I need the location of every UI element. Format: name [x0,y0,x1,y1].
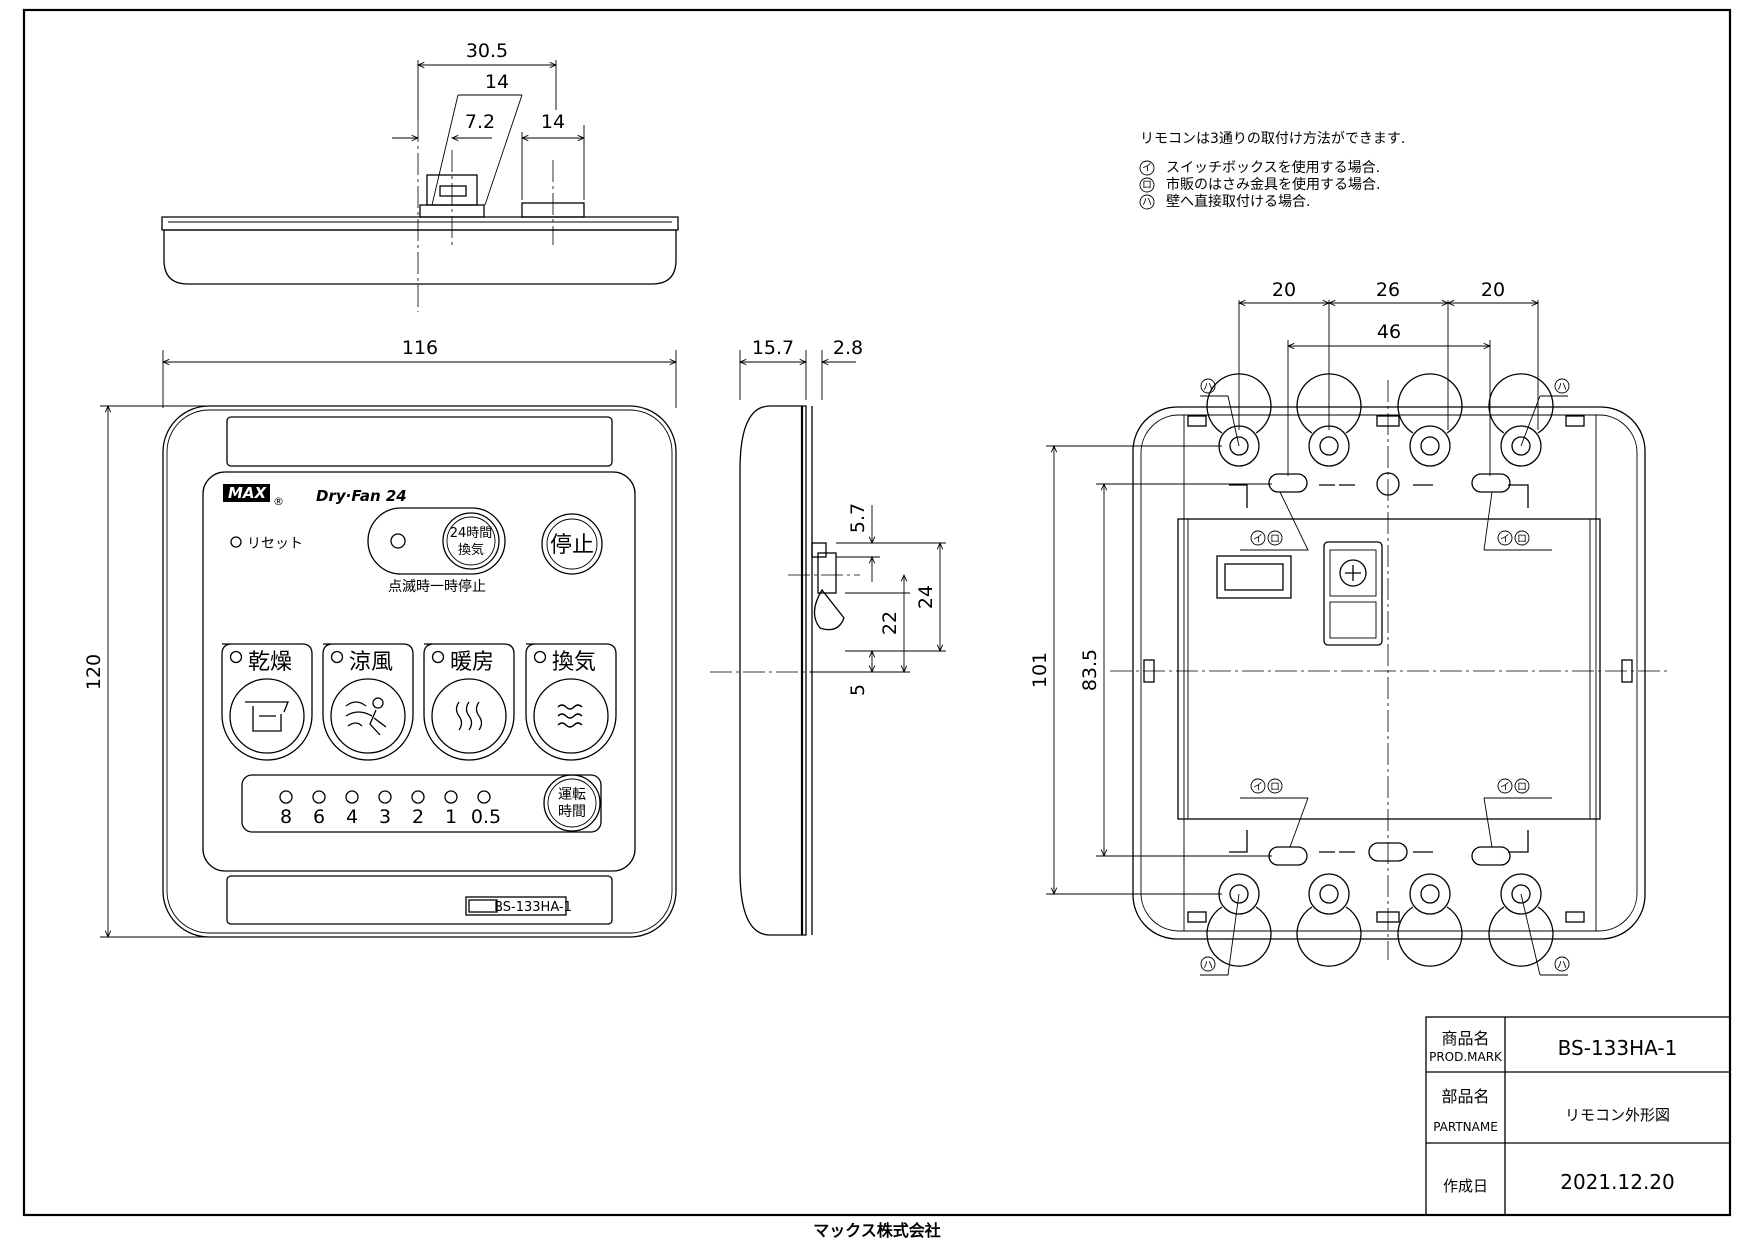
drawing-frame [22,8,1732,1217]
mode-dry-label: 乾燥 [248,650,292,675]
tb-date-value: 2021.12.20 [1560,1170,1675,1194]
dim-side-5: 5 [847,684,869,696]
mode-heat-label: 暖房 [450,650,494,675]
dim-back-20-b: 20 [1481,279,1505,301]
dim-front-height: 120 [83,654,105,690]
mode-cool-label: 涼風 [349,650,393,675]
svg-text:ハ: ハ [1557,382,1567,393]
svg-text:イ: イ [1253,534,1263,545]
svg-text:1: 1 [445,806,457,828]
product-name: Dry·Fan 24 [316,487,407,505]
dim-back-101: 101 [1029,652,1051,688]
dim-top-14-a: 14 [485,71,509,93]
button-runtime[interactable] [547,778,597,828]
note-mark-2: ロ [1142,180,1152,191]
runtime-line1: 運転 [558,787,586,803]
model-label: BS-133HA-1 [494,900,572,915]
dim-side-24: 24 [915,585,937,609]
company-name: マックス株式会社 [813,1221,941,1240]
tb-product-label: 商品名 [1441,1029,1490,1048]
tb-part-label: 部品名 [1441,1087,1490,1106]
note-markers [1139,160,1155,210]
note-item-2: 市販のはさみ金具を使用する場合. [1166,177,1381,193]
svg-text:イ: イ [1500,782,1510,793]
dim-back-46: 46 [1377,321,1401,343]
runtime-line2: 時間 [558,804,586,820]
svg-text:ハ: ハ [1203,960,1213,971]
dim-front-width: 116 [402,337,438,359]
drying-icon [245,701,289,732]
note-mark-3: ハ [1142,197,1152,208]
tb-part-label-en: PARTNAME [1433,1120,1498,1134]
timer-indicators: 8 6 4 3 2 1 0.5 [279,790,501,828]
mode-dry-button[interactable]: 乾燥 [221,643,313,761]
svg-text:ロ: ロ [1517,782,1527,793]
dim-side-depth: 15.7 [752,337,794,359]
svg-text:MAX: MAX [228,484,268,502]
button-stop[interactable] [546,518,598,570]
button-24h-vent[interactable] [446,516,496,566]
dim-top-14-b: 14 [541,111,565,133]
mode-cool-button[interactable]: 涼風 [322,643,414,761]
heating-icon [455,701,483,731]
svg-text:ハ: ハ [1203,382,1213,393]
btn-24h-line2: 換気 [458,542,484,558]
mount-labels: イ ロ イ ロ イ ロ イ ロ ハ ハ ハ ハ [1200,378,1570,976]
note-item-3: 壁へ直接取付ける場合. [1166,194,1311,210]
svg-text:4: 4 [346,806,358,828]
note-item-1: スイッチボックスを使用する場合. [1166,160,1381,176]
svg-text:3: 3 [379,806,391,828]
mode-vent-button[interactable]: 換気 [525,643,617,761]
front-view: 116 120 MAX ® Dry·Fan 24 リセット 24時間 換気 点滅… [83,337,676,937]
screw-bosses-top [1206,373,1554,508]
cool-wind-icon [345,697,387,736]
svg-text:8: 8 [280,806,292,828]
dim-side-22: 22 [879,611,901,635]
svg-text:2: 2 [412,806,424,828]
note-title: リモコンは3通りの取付け方法ができます. [1140,131,1406,147]
svg-text:ハ: ハ [1557,960,1567,971]
note-mark-1: イ [1142,163,1152,174]
model-tag: 品番 [474,901,492,913]
title-block [1425,1016,1731,1216]
tb-part-value: リモコン外形図 [1564,1106,1670,1124]
side-view: 15.7 2.8 5.7 24 22 5 [710,337,946,936]
svg-text:ロ: ロ [1517,534,1527,545]
ventilation-icon [557,704,583,728]
dim-back-26: 26 [1376,279,1400,301]
tb-product-value: BS-133HA-1 [1557,1036,1678,1060]
dim-side-5-7: 5.7 [847,503,869,533]
reset-indicator [230,536,242,548]
tb-date-label: 作成日 [1442,1177,1488,1195]
btn-24h-line1: 24時間 [450,526,493,541]
dim-top-7-2: 7.2 [465,111,495,133]
mode-heat-button[interactable]: 暖房 [423,643,515,761]
mode-vent-label: 換気 [552,650,596,675]
reset-label: リセット [247,536,303,552]
back-view: 20 26 20 46 101 83.5 イ ロ イ ロ イ ロ イ ロ [1029,279,1670,976]
dim-back-83-5: 83.5 [1079,649,1101,691]
stop-label: 停止 [550,533,594,558]
screw-bosses-bottom [1206,830,1554,967]
svg-text:イ: イ [1253,782,1263,793]
dim-back-20-a: 20 [1272,279,1296,301]
tb-product-label-en: PROD.MARK [1429,1050,1502,1064]
svg-text:®: ® [273,495,284,508]
svg-text:ロ: ロ [1270,782,1280,793]
dim-side-plate: 2.8 [833,337,863,359]
blink-note: 点滅時一時停止 [388,578,486,595]
svg-text:6: 6 [313,806,325,828]
max-logo: MAX ® [223,484,284,508]
dim-top-30-5: 30.5 [466,40,508,62]
svg-text:イ: イ [1500,534,1510,545]
svg-text:0.5: 0.5 [471,806,501,828]
svg-text:ロ: ロ [1270,534,1280,545]
top-view: 30.5 14 7.2 14 [161,40,679,312]
